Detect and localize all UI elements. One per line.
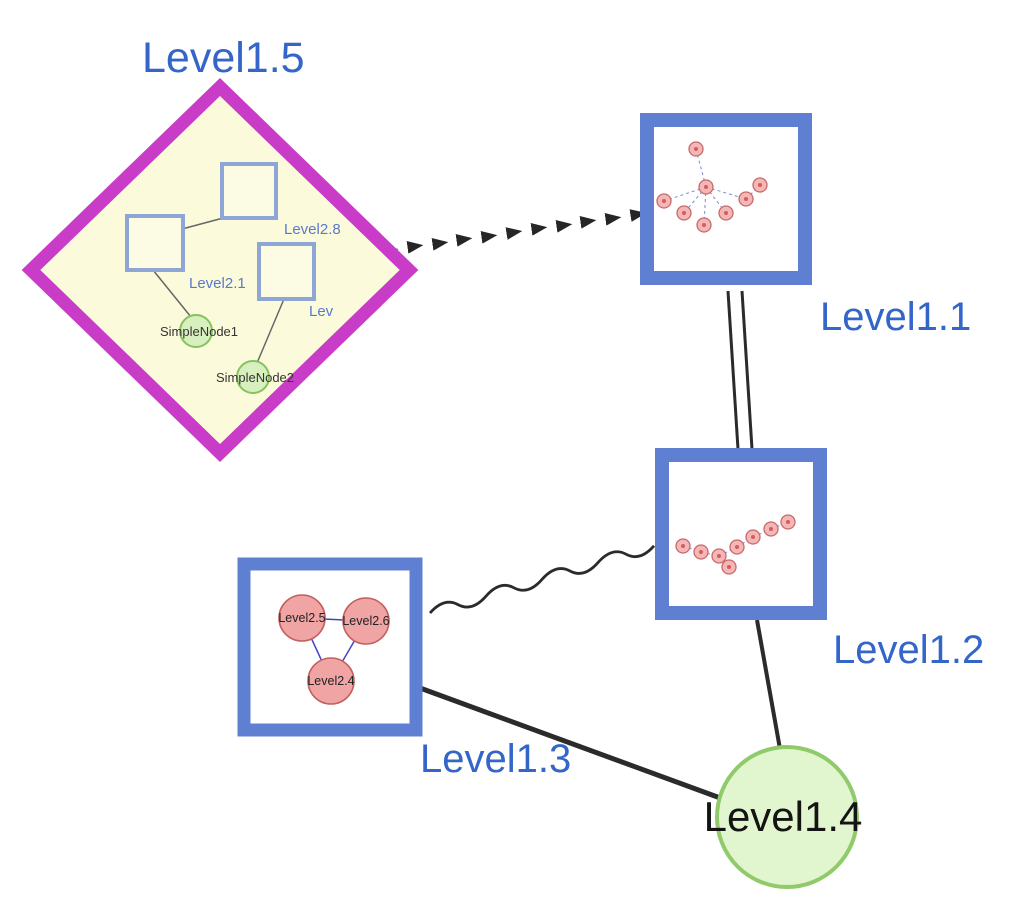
edge-level11-level12-double-line-a [726, 290, 740, 450]
label-level2-6: Level2.6 [342, 614, 389, 628]
label-lev: Lev [309, 303, 334, 320]
level1-2-mini-network [675, 514, 796, 575]
label-level2-4: Level2.4 [307, 674, 354, 688]
mini-node-dot [699, 550, 703, 554]
edge-lev-simplenode2 [256, 298, 285, 364]
node-level1-3[interactable] [237, 557, 423, 737]
mini-node-dot [682, 211, 686, 215]
mini-node-dot [758, 183, 762, 187]
label-level1-3: Level1.3 [420, 737, 571, 781]
node-level1-3-group: Level2.5 Level2.6 Level2.4 [237, 557, 423, 737]
label-level1-4: Level1.4 [704, 793, 863, 840]
label-level2-8: Level2.8 [284, 221, 341, 238]
edge-level12-level14 [755, 619, 782, 750]
edge-level11-level12-double-line-b [740, 290, 754, 450]
mini-node-dot [744, 197, 748, 201]
label-level2-1: Level2.1 [189, 275, 246, 292]
label-level2-5: Level2.5 [278, 611, 325, 625]
edge-level13-level12-wavy [428, 544, 656, 614]
mini-node-dot [735, 545, 739, 549]
mini-node-dot [769, 527, 773, 531]
mini-node-dot [724, 211, 728, 215]
mini-node-dot [751, 535, 755, 539]
label-level1-2: Level1.2 [833, 628, 984, 672]
level1-1-mini-network [656, 141, 768, 233]
edge-level13-level14 [419, 685, 724, 802]
label-level1-5: Level1.5 [142, 34, 305, 82]
node-level2-6[interactable] [342, 597, 390, 645]
mini-node-dot [786, 520, 790, 524]
mini-node-dot [694, 147, 698, 151]
edge-level28-level21 [181, 216, 228, 230]
node-level1-1-group [640, 113, 812, 285]
node-simplenode1[interactable] [179, 314, 213, 348]
mini-node-dot [704, 185, 708, 189]
mini-node-dot [702, 223, 706, 227]
node-lev-square[interactable] [257, 242, 316, 301]
node-level1-5-diamond[interactable] [21, 77, 419, 463]
label-level1-1: Level1.1 [820, 295, 971, 339]
edge-level21-simplenode1 [152, 269, 192, 318]
node-level1-2-group [655, 448, 827, 620]
node-level2-4[interactable] [307, 657, 355, 705]
mini-node-dot [681, 544, 685, 548]
node-level1-2[interactable] [655, 448, 827, 620]
node-level1-4[interactable] [715, 745, 859, 889]
mini-node-dot [727, 565, 731, 569]
node-level1-1[interactable] [640, 113, 812, 285]
node-level2-1-square[interactable] [125, 214, 185, 272]
node-level2-8-square[interactable] [220, 162, 278, 220]
mini-node-dot [717, 554, 721, 558]
node-simplenode2[interactable] [236, 360, 270, 394]
label-simplenode2: SimpleNode2 [216, 370, 294, 385]
edge-level15-to-level11-arrow [381, 209, 647, 258]
node-level2-5[interactable] [278, 594, 326, 642]
mini-node-dot [662, 199, 666, 203]
label-simplenode1: SimpleNode1 [160, 324, 238, 339]
node-level1-5-group: Level2.8 Level2.1 Lev SimpleNode1 Simple… [21, 77, 419, 463]
